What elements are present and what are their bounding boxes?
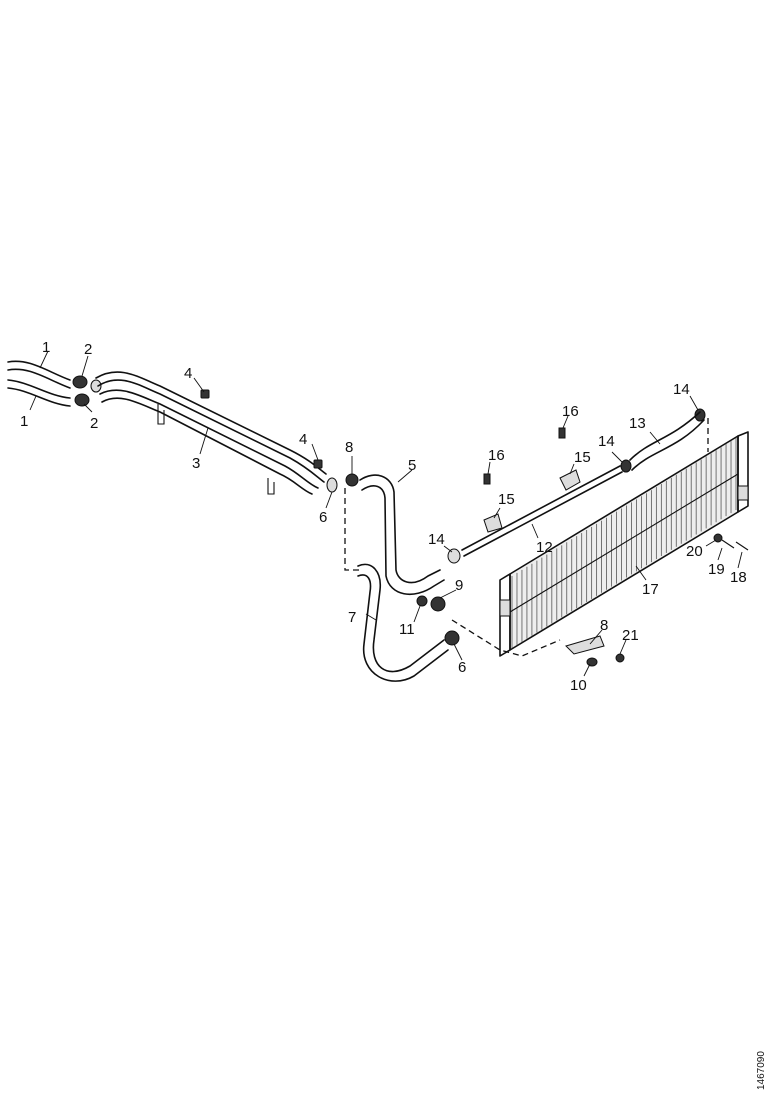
callout-14-right: 14 <box>673 381 690 398</box>
callout-2-upper: 2 <box>84 341 92 358</box>
callout-19: 19 <box>708 561 725 578</box>
callout-11: 11 <box>399 621 415 638</box>
part-8-10-21-bracket <box>565 635 625 667</box>
part-16-bolts <box>483 427 566 485</box>
callout-4-lower: 4 <box>299 431 307 448</box>
callout-8-lower: 8 <box>600 617 608 634</box>
part-1-pipe-ends <box>7 360 71 407</box>
callout-3: 3 <box>192 455 200 472</box>
callout-21: 21 <box>622 627 639 644</box>
callout-8-upper: 8 <box>345 439 353 456</box>
callout-5: 5 <box>408 457 416 474</box>
callout-1-lower: 1 <box>20 413 28 430</box>
callouts: 1 1 2 2 3 4 4 5 6 6 7 8 9 8 10 11 12 <box>20 339 747 694</box>
callout-16-upper: 16 <box>562 403 579 420</box>
part-18-19-20-hardware <box>713 533 749 551</box>
part-4-clips <box>200 389 323 469</box>
callout-6-lower: 6 <box>458 659 466 676</box>
callout-1-upper: 1 <box>42 339 50 356</box>
part-6-8-clamps-upper <box>326 473 359 493</box>
callout-15-lower: 15 <box>498 491 515 508</box>
callout-12: 12 <box>536 539 553 556</box>
part-17-cooler <box>499 431 749 657</box>
reference-number: 1467090 <box>756 1051 767 1090</box>
connection-dashed-line-1 <box>344 488 360 571</box>
callout-18: 18 <box>730 569 747 586</box>
callout-20: 20 <box>686 543 703 560</box>
part-13-hose <box>629 411 705 471</box>
callout-7: 7 <box>348 609 356 626</box>
callout-15-upper: 15 <box>574 449 591 466</box>
part-8-9-11-clamps-lower <box>416 595 460 646</box>
connection-dashed-line-3 <box>451 619 561 657</box>
part-12-tube <box>461 465 623 557</box>
callout-6-upper: 6 <box>319 509 327 526</box>
callout-2-lower: 2 <box>90 415 98 432</box>
callout-16-left: 16 <box>488 447 505 464</box>
callout-4-upper: 4 <box>184 365 192 382</box>
part-2-connectors <box>72 375 102 407</box>
callout-14-left: 14 <box>428 531 445 548</box>
callout-9: 9 <box>455 577 463 594</box>
part-3-pipe-assembly <box>95 371 327 495</box>
callout-14-middle: 14 <box>598 433 615 450</box>
callout-13: 13 <box>629 415 646 432</box>
part-7-lower-hose <box>357 563 449 682</box>
part-14-clamps <box>447 408 706 564</box>
callout-17: 17 <box>642 581 659 598</box>
part-5-upper-hose <box>359 474 445 595</box>
callout-10: 10 <box>570 677 587 694</box>
